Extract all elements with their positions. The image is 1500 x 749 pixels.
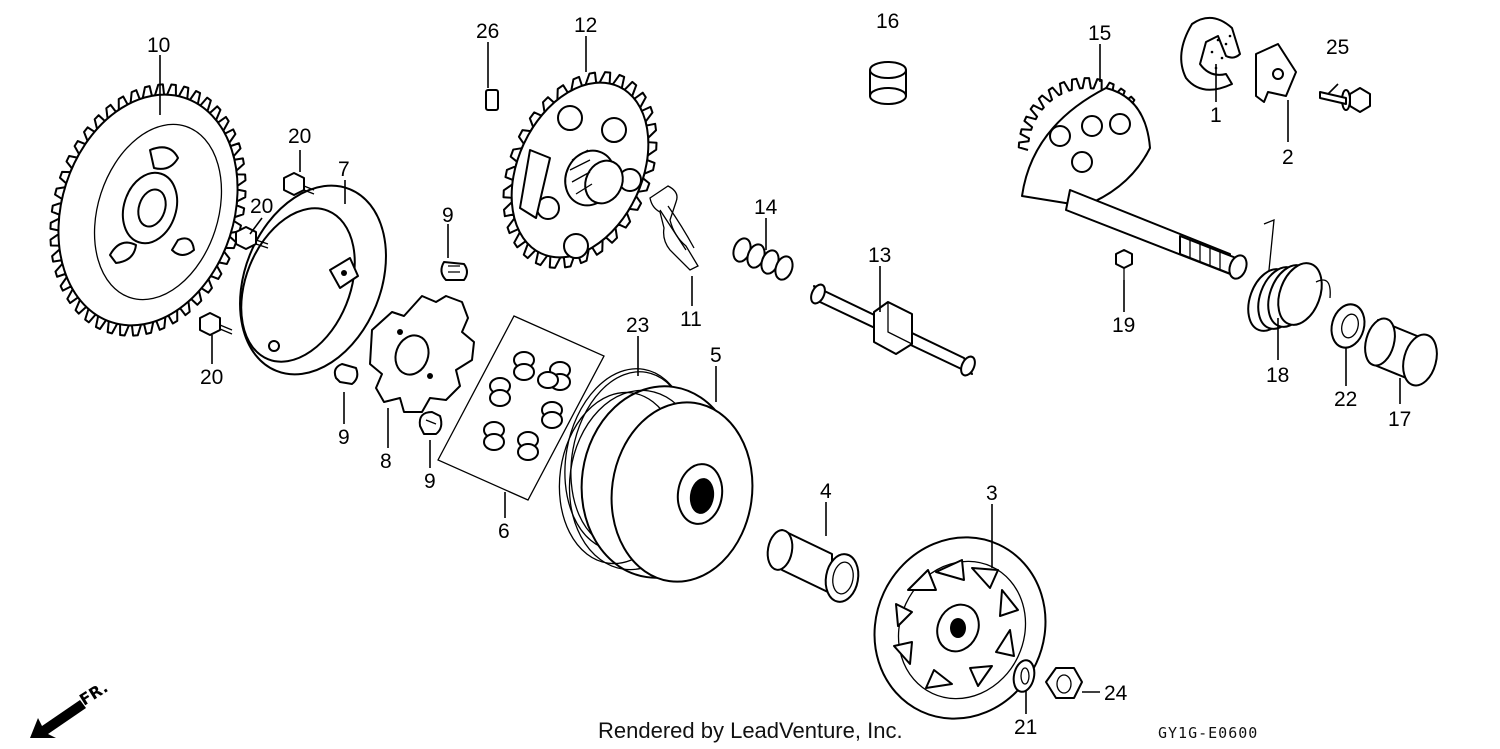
callout-25: 25 [1326, 36, 1349, 59]
part-8-pressure-plate [369, 295, 475, 413]
part-18-kick-spring [1247, 218, 1331, 332]
callout-23: 23 [626, 314, 649, 337]
part-7-clutch-plate [239, 184, 387, 376]
part-17-collar [1364, 317, 1438, 387]
part-21-washer [1012, 659, 1036, 693]
part-11-clip [649, 185, 699, 271]
part-14-spring [732, 237, 794, 281]
part-20-bolt-upper [283, 172, 315, 196]
part-9-clip-left [333, 363, 359, 385]
part-22-washer [1330, 303, 1366, 349]
part-4-collar [766, 529, 860, 603]
callout-20-lower: 20 [200, 366, 223, 389]
part-26-dowel-pin [485, 89, 499, 111]
callout-26: 26 [476, 20, 499, 43]
part-3-fan [873, 536, 1047, 720]
callout-20-middle: 20 [250, 195, 273, 218]
callout-14: 14 [754, 196, 778, 219]
part-10-ring-gear [49, 83, 247, 337]
callout-2: 2 [1282, 146, 1294, 169]
callout-22: 22 [1334, 388, 1357, 411]
callout-13: 13 [868, 244, 891, 267]
callout-8: 8 [380, 450, 392, 473]
callout-9-upper: 9 [442, 204, 454, 227]
callout-3: 3 [986, 482, 998, 505]
callout-17: 17 [1388, 408, 1411, 431]
callout-7: 7 [338, 158, 350, 181]
part-1-stopper [1180, 17, 1241, 91]
render-credit: Rendered by LeadVenture, Inc. [598, 718, 903, 743]
callout-10: 10 [147, 34, 170, 57]
callout-4: 4 [820, 480, 832, 503]
part-25-flange-bolt [1319, 87, 1371, 113]
callout-24: 24 [1104, 682, 1128, 705]
part-13-shaft [810, 283, 976, 377]
part-19-bolt [1115, 249, 1133, 280]
front-direction-arrow-icon: FR. [30, 678, 111, 738]
part-24-nut [1045, 667, 1083, 699]
callout-1: 1 [1210, 104, 1222, 127]
callout-6: 6 [498, 520, 510, 543]
callout-labels: 10 20 20 20 7 9 9 8 9 6 23 5 4 3 21 24 2… [147, 10, 1411, 739]
callout-19: 19 [1112, 314, 1135, 337]
part-9-clip-upper [440, 261, 468, 281]
part-6-roller-set [437, 315, 605, 501]
callout-9-lower: 9 [424, 470, 436, 493]
part-16-bushing [869, 61, 907, 105]
callout-21: 21 [1014, 716, 1037, 739]
callout-20-upper: 20 [288, 125, 311, 148]
part-9-clip-lower [418, 411, 443, 435]
diagram-code: GY1G-E0600 [1158, 724, 1258, 742]
part-20-bolt-lower [199, 312, 233, 336]
callout-9-left: 9 [338, 426, 350, 449]
part-15-kick-spindle [1017, 77, 1248, 280]
callout-12: 12 [574, 14, 597, 37]
part-5-drive-face [558, 385, 754, 583]
callout-16: 16 [876, 10, 899, 33]
part-12-driven-gear [502, 71, 658, 269]
callout-18: 18 [1266, 364, 1289, 387]
callout-11: 11 [680, 308, 702, 331]
part-2-stopper-plate [1255, 43, 1297, 103]
leader-lines [159, 36, 1401, 714]
callout-15: 15 [1088, 22, 1111, 45]
callout-5: 5 [710, 344, 722, 367]
